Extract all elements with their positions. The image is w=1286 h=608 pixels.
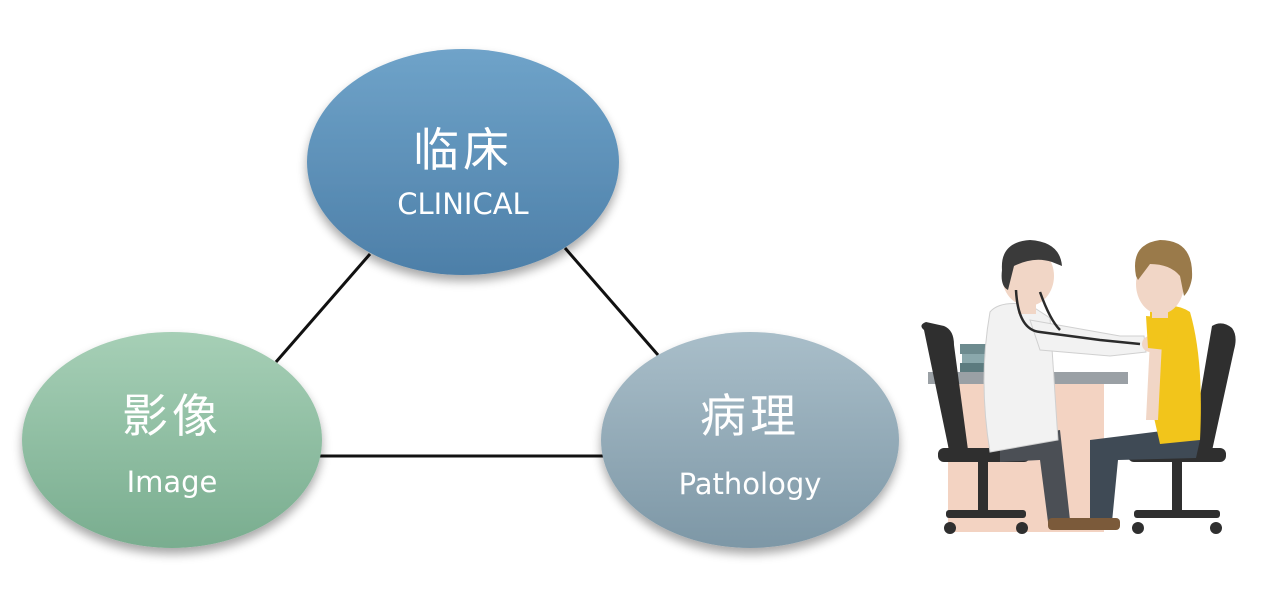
doctor-figure <box>983 240 1158 530</box>
node-pathology-en-label: Pathology <box>679 467 822 501</box>
node-pathology-zh-label: 病理 <box>700 389 800 443</box>
node-image-zh-label: 影像 <box>122 389 222 443</box>
node-image: 影像 Image <box>22 332 322 548</box>
connector-clinical-image <box>274 253 372 363</box>
patient-figure <box>1080 240 1201 530</box>
node-image-ellipse <box>22 332 322 548</box>
node-image-en-label: Image <box>127 465 218 499</box>
node-pathology-ellipse <box>601 332 899 548</box>
doctor-patient-illustration <box>921 240 1236 534</box>
node-pathology: 病理 Pathology <box>601 332 899 548</box>
node-clinical-zh-label: 临床 <box>413 123 513 177</box>
node-clinical-ellipse <box>307 49 619 275</box>
connector-clinical-pathology <box>563 247 660 356</box>
connectors <box>274 247 660 458</box>
node-clinical-en-label: CLINICAL <box>397 187 528 221</box>
node-clinical: 临床 CLINICAL <box>307 49 619 275</box>
